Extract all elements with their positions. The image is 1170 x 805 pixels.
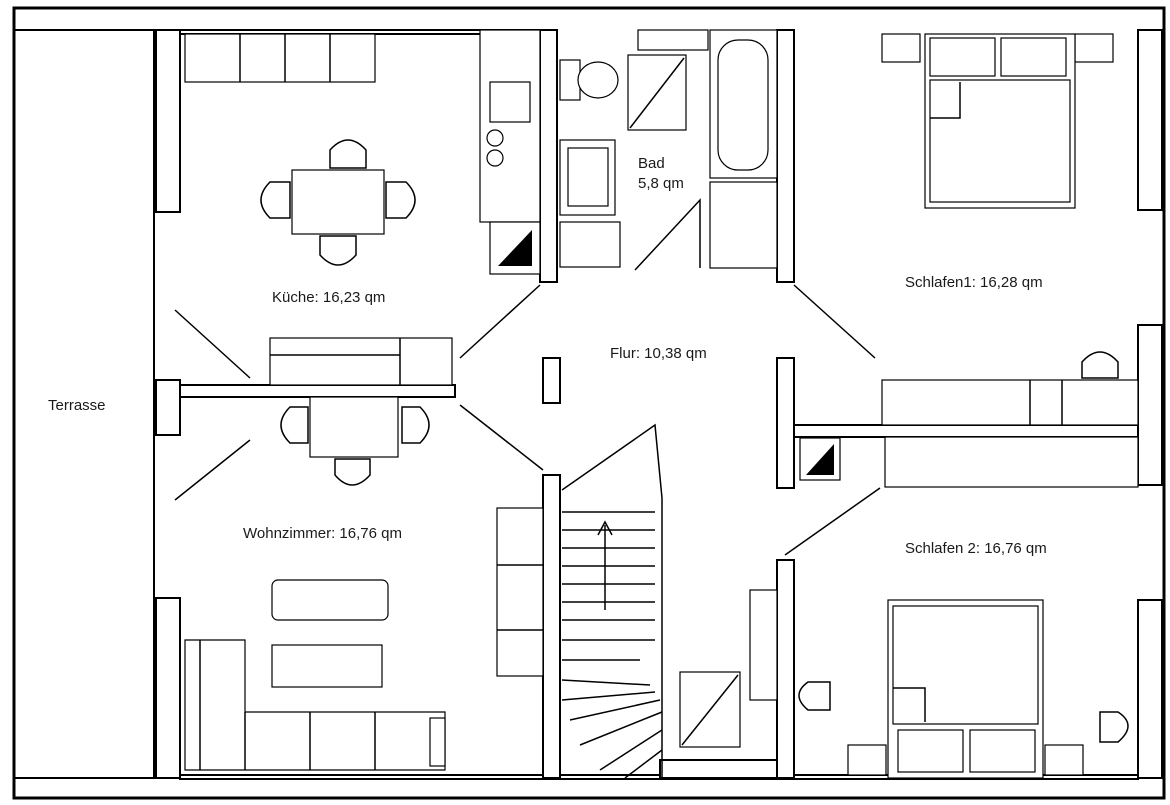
kitchen-sideboard-detail xyxy=(270,338,401,385)
bed2-chair xyxy=(798,681,831,711)
bed2-fridge-fill xyxy=(806,444,834,475)
wall-bath-bed1 xyxy=(776,29,795,283)
kitchen-chair xyxy=(319,235,357,266)
bath-area-label: 5,8 qm xyxy=(638,175,684,192)
wall-left-lower xyxy=(155,597,181,779)
bed2-nightstand xyxy=(847,744,887,776)
kitchen-counter xyxy=(479,29,541,223)
door-terrace-kitchen xyxy=(174,309,251,379)
kitchen-label: Küche: 16,23 qm xyxy=(272,289,385,306)
kitchen-table xyxy=(291,169,385,235)
hall-sideboard xyxy=(496,507,544,677)
living-tv-bench xyxy=(271,644,383,688)
wall-kitchen-bath xyxy=(539,29,558,283)
wall-hall-right-upper xyxy=(776,357,795,489)
living-table xyxy=(309,396,399,458)
stair-outline xyxy=(561,423,663,778)
wall-left-mid xyxy=(155,379,181,436)
kitchen-fridge-fill xyxy=(498,230,532,266)
wall-stub-hall xyxy=(542,357,561,404)
bath-wall-top xyxy=(637,29,709,51)
door-hall-living xyxy=(459,404,544,471)
terrace-area xyxy=(13,29,155,779)
kitchen-sofa-cushions xyxy=(239,34,331,82)
wall-right-upper xyxy=(1137,29,1163,211)
bed1-pillow xyxy=(929,37,996,77)
door-hall-bath xyxy=(634,198,701,271)
toilet-bowl xyxy=(577,61,619,99)
bed1-nightstand xyxy=(881,33,921,63)
wall-bed1-bed2 xyxy=(793,424,1139,438)
door-terrace-living xyxy=(174,439,251,501)
bedroom1-label: Schlafen1: 16,28 qm xyxy=(905,274,1043,291)
wall-right-mid xyxy=(1137,324,1163,486)
stove-burner xyxy=(486,149,504,167)
bath-bottom xyxy=(559,221,621,268)
bed2-blanket xyxy=(892,605,1039,725)
bed1-blanket-fold xyxy=(930,82,961,119)
terrace-label: Terrasse xyxy=(48,397,106,414)
bed1-pillow xyxy=(1000,37,1067,77)
kitchen-sofa xyxy=(184,33,376,83)
bed2-chair xyxy=(1099,711,1129,743)
bed2-nightstand xyxy=(1044,744,1084,776)
living-label: Wohnzimmer: 16,76 qm xyxy=(243,525,402,542)
door-hall-bed2 xyxy=(784,487,881,556)
living-chair xyxy=(334,458,371,486)
wall-left-upper xyxy=(155,29,181,213)
living-coffee-table xyxy=(271,579,389,621)
hall-label: Flur: 10,38 qm xyxy=(610,345,707,362)
bed2-blanket-fold xyxy=(893,687,926,722)
stove-burner xyxy=(486,129,504,147)
bath-cabinet xyxy=(709,181,778,269)
bath-name-label: Bad xyxy=(638,155,665,172)
kitchen-sink xyxy=(489,81,531,123)
kitchen-sideboard xyxy=(269,337,453,386)
bathtub-inner xyxy=(717,39,769,171)
wall-hall-right-lower xyxy=(776,559,795,779)
door-kitchen-hall xyxy=(459,284,541,359)
bed1-wardrobe xyxy=(881,379,1139,426)
wall-kitchen-living xyxy=(179,384,456,398)
stair-treads xyxy=(561,511,663,779)
kitchen-chair xyxy=(260,181,291,219)
living-sofa-cushions xyxy=(199,640,376,770)
hall-shower-diag xyxy=(681,674,739,746)
bedroom2-label: Schlafen 2: 16,76 qm xyxy=(905,540,1047,557)
living-sofa-arm xyxy=(429,717,446,767)
wall-stair-left xyxy=(542,474,561,779)
bed2-wardrobe xyxy=(884,436,1139,488)
shower-tray-diag xyxy=(629,57,685,129)
kitchen-chair xyxy=(385,181,416,219)
stair-direction-arrow xyxy=(597,520,613,610)
bed1-chair xyxy=(1081,351,1119,379)
bed2-pillow xyxy=(897,729,964,773)
bed1-wardrobe-doors xyxy=(1029,380,1063,425)
bath-basin xyxy=(567,147,609,207)
wall-lower-right-seg xyxy=(659,759,778,779)
bed2-pillow xyxy=(969,729,1036,773)
kitchen-chair xyxy=(329,139,367,169)
living-chair xyxy=(401,406,430,444)
hall-sideboard-detail xyxy=(497,564,543,631)
living-chair xyxy=(280,406,309,444)
wall-right-lower xyxy=(1137,599,1163,779)
living-sofa xyxy=(184,639,446,771)
door-hall-bed1 xyxy=(793,284,876,359)
bed2-dresser xyxy=(749,589,778,701)
bed1-nightstand xyxy=(1074,33,1114,63)
toilet xyxy=(559,59,581,101)
bed1-blanket xyxy=(929,79,1071,203)
